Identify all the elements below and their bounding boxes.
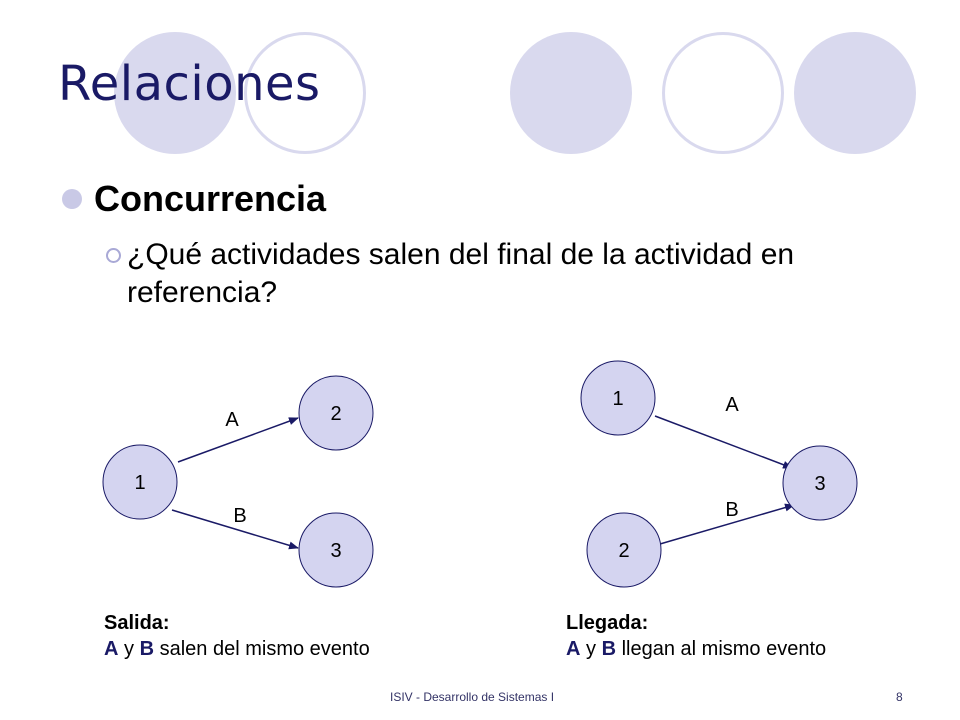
caption-left-key-a: A [104,638,119,660]
right-edge-a [654,415,793,469]
left-node-1 [102,444,178,520]
right-node-2 [586,512,662,588]
left-node-3 [298,512,374,588]
caption-right-key-a: A [566,638,581,660]
caption-left-key-b: B [139,638,155,660]
right-node-1-label: 1 [612,388,623,410]
decorative-circle [794,32,916,154]
decorative-circle [114,32,236,154]
decorative-circle [510,32,632,154]
caption-left: Salida: A y B salen del mismo evento [104,610,370,662]
right-edge-b-label: B [725,499,738,521]
caption-right: Llegada: A y B llegan al mismo evento [566,610,826,662]
caption-left-body: A y B salen del mismo evento [104,636,370,662]
caption-right-rest: llegan al mismo evento [621,638,827,660]
right-node-1 [580,360,656,436]
right-node-2-label: 2 [618,540,629,562]
left-edge-b [171,509,299,550]
left-node-1-label: 1 [134,472,145,494]
right-edge-a-label: A [725,394,739,416]
left-edge-b-label: B [233,505,246,527]
left-node-3-label: 3 [330,540,341,562]
slide-title: Relaciones [58,56,321,112]
bullet-level2: ¿Qué actividades salen del final de la a… [106,236,906,312]
right-edge-b [659,503,795,545]
left-node-2-label: 2 [330,403,341,425]
page-number: 8 [896,690,903,704]
bullet-ring-icon [106,248,121,263]
decorative-ring [244,32,366,154]
caption-right-body: A y B llegan al mismo evento [566,636,826,662]
left-node-2 [298,375,374,451]
caption-right-key-b: B [601,638,617,660]
bullet-level1-text: Concurrencia [94,178,327,219]
caption-left-rest: salen del mismo evento [159,638,370,660]
bullet-level1: Concurrencia [62,178,326,220]
caption-left-heading: Salida: [104,612,170,634]
decorative-ring [662,32,784,154]
caption-left-connector: y [124,638,135,660]
footer-text: ISIV - Desarrollo de Sistemas I [390,690,555,704]
right-node-3 [782,445,858,521]
right-node-3-label: 3 [814,473,825,495]
caption-right-heading: Llegada: [566,612,649,634]
caption-right-connector: y [586,638,597,660]
left-edge-a-label: A [225,409,239,431]
left-edge-a [177,417,299,463]
bullet-level2-text: ¿Qué actividades salen del final de la a… [127,238,795,309]
bullet-dot-icon [62,189,82,209]
